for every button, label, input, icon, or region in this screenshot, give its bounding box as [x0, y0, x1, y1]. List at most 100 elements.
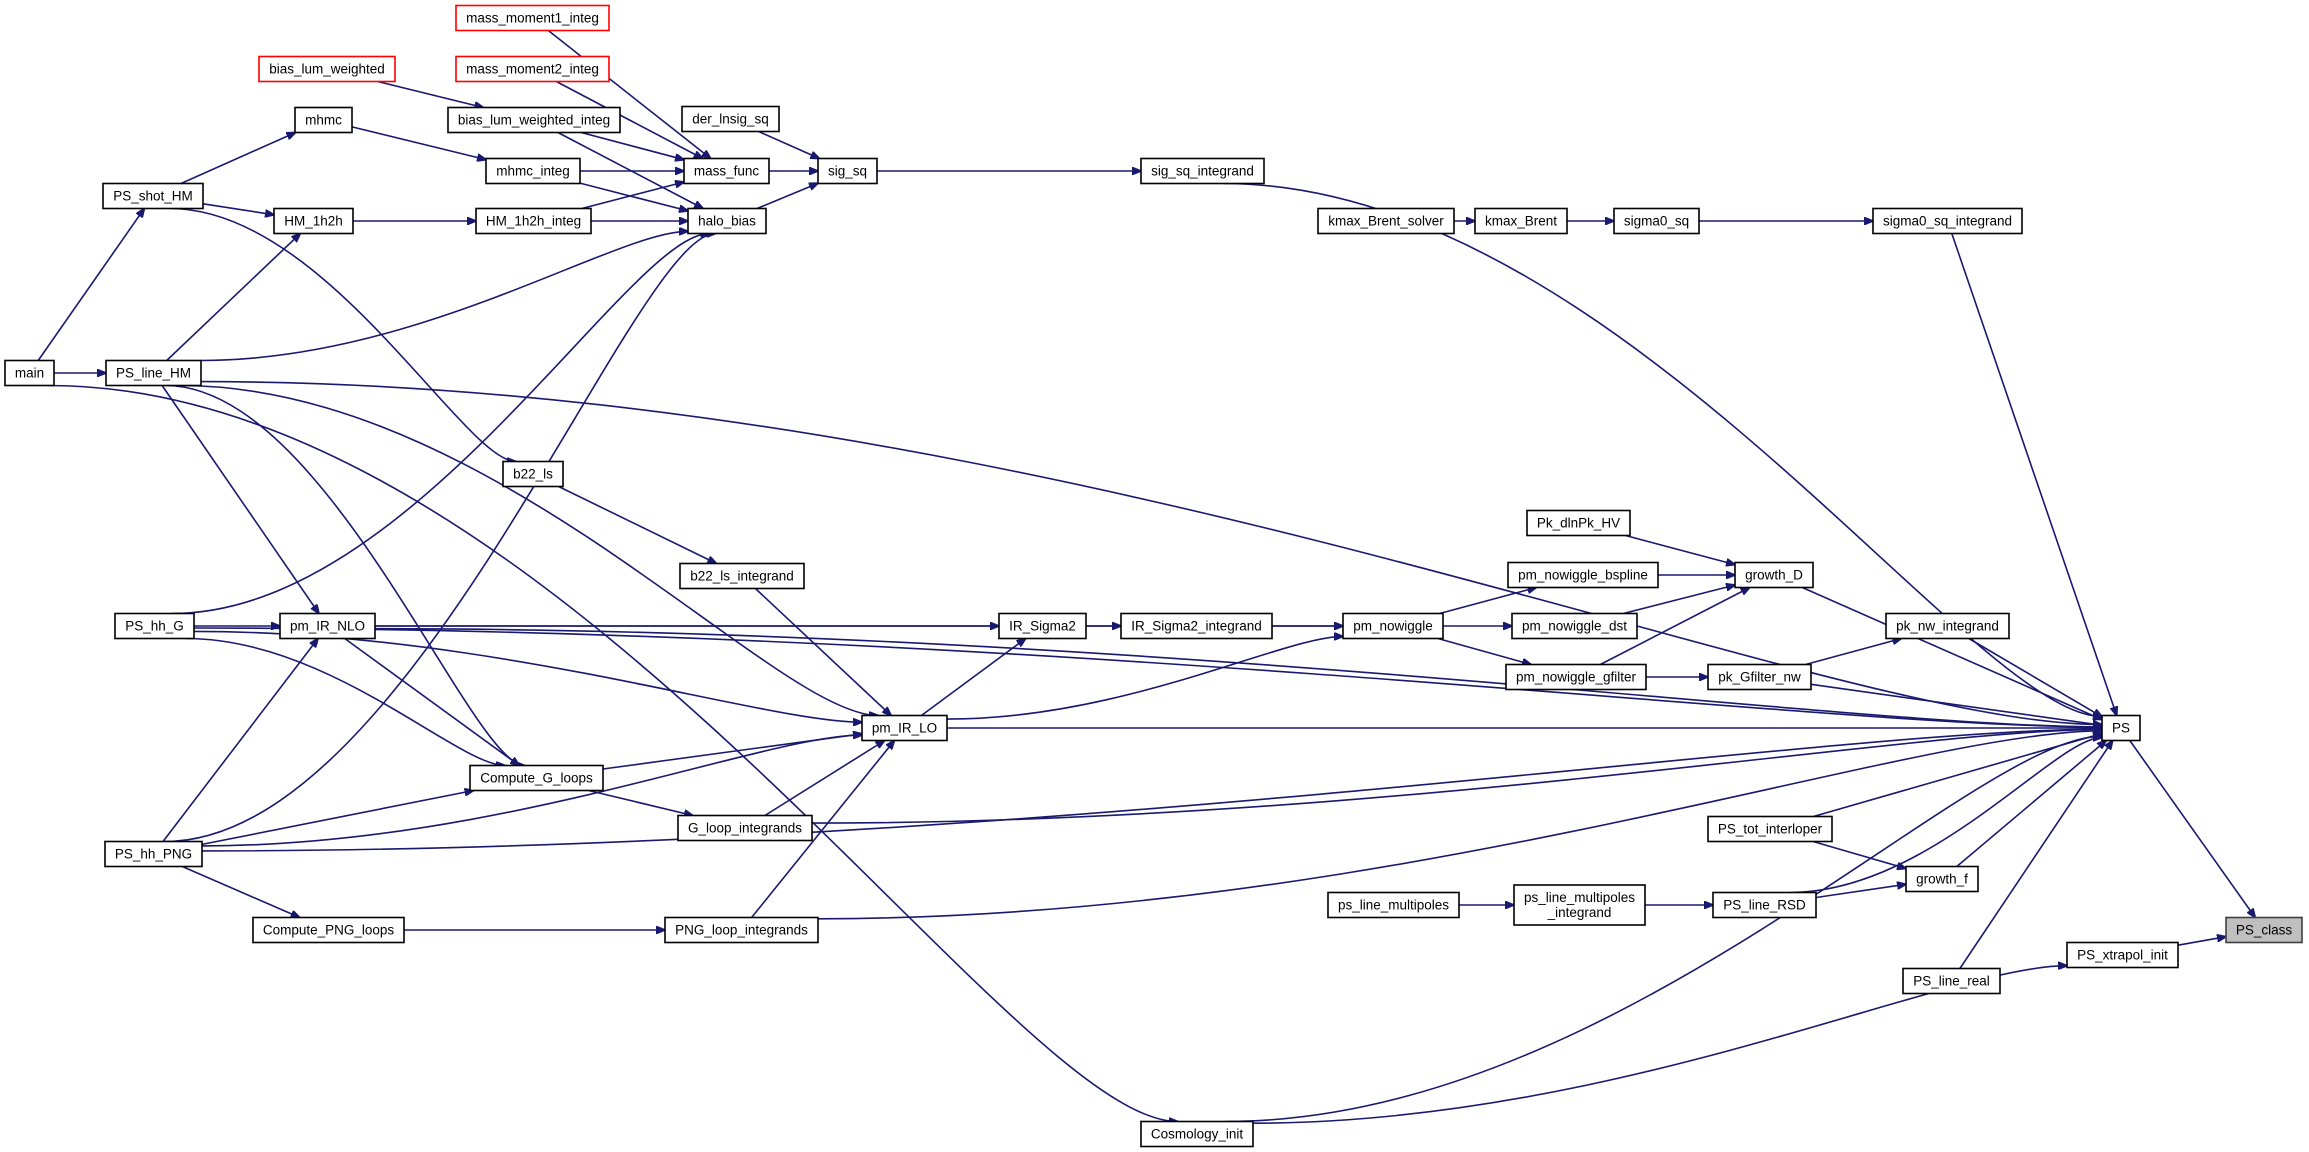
node-Pk_dlnPk_HV[interactable]: Pk_dlnPk_HV [1526, 509, 1631, 537]
node-mass_moment2_integ[interactable]: mass_moment2_integ [455, 55, 610, 83]
node-PNG_loop_integrands[interactable]: PNG_loop_integrands [664, 916, 819, 944]
node-box[interactable] [502, 460, 564, 488]
node-main[interactable]: main [4, 359, 55, 387]
node-G_loop_integrands[interactable]: G_loop_integrands [677, 814, 813, 842]
node-sig_sq[interactable]: sig_sq [817, 157, 878, 185]
node-PS_tot_interloper[interactable]: PS_tot_interloper [1707, 815, 1833, 843]
node-sigma0_sq_integrand[interactable]: sigma0_sq_integrand [1872, 207, 2023, 235]
node-box[interactable] [1317, 207, 1455, 235]
node-box[interactable] [252, 916, 405, 944]
node-box[interactable] [681, 105, 780, 133]
node-pm_IR_LO[interactable]: pm_IR_LO [861, 714, 948, 742]
node-mass_func[interactable]: mass_func [683, 157, 770, 185]
node-box[interactable] [677, 814, 813, 842]
node-box[interactable] [861, 714, 948, 742]
node-mhmc_integ[interactable]: mhmc_integ [485, 157, 581, 185]
node-pk_nw_integrand[interactable]: pk_nw_integrand [1885, 612, 2010, 640]
node-PS_line_real[interactable]: PS_line_real [1902, 967, 2001, 995]
node-PS_class[interactable]: PS_class [2225, 916, 2303, 944]
node-mass_moment1_integ[interactable]: mass_moment1_integ [455, 4, 610, 32]
node-halo_bias[interactable]: halo_bias [687, 207, 767, 235]
node-HM_1h2h_integ[interactable]: HM_1h2h_integ [475, 207, 592, 235]
node-box[interactable] [2066, 941, 2179, 969]
node-growth_D[interactable]: growth_D [1734, 561, 1814, 589]
node-box[interactable] [475, 207, 592, 235]
node-b22_ls[interactable]: b22_ls [502, 460, 564, 488]
node-bias_lum_weighted[interactable]: bias_lum_weighted [258, 55, 396, 83]
node-Cosmology_init[interactable]: Cosmology_init [1140, 1120, 1254, 1148]
node-box[interactable] [1712, 891, 1817, 919]
node-box[interactable] [258, 55, 396, 83]
node-PS_line_RSD[interactable]: PS_line_RSD [1712, 891, 1817, 919]
node-box[interactable] [1872, 207, 2023, 235]
node-box[interactable] [687, 207, 767, 235]
node-box[interactable] [2101, 714, 2141, 742]
node-kmax_Brent[interactable]: kmax_Brent [1474, 207, 1568, 235]
node-box[interactable] [1513, 884, 1646, 926]
node-Compute_PNG_loops[interactable]: Compute_PNG_loops [252, 916, 405, 944]
node-box[interactable] [279, 612, 376, 640]
node-box[interactable] [1120, 612, 1273, 640]
node-ps_line_multipoles_integrand[interactable]: ps_line_multipoles_integrand [1513, 884, 1646, 926]
node-pm_IR_NLO[interactable]: pm_IR_NLO [279, 612, 376, 640]
node-PS_hh_PNG[interactable]: PS_hh_PNG [104, 840, 203, 868]
node-box[interactable] [1707, 815, 1833, 843]
node-box[interactable] [105, 359, 202, 387]
node-box[interactable] [817, 157, 878, 185]
node-pm_nowiggle_bspline[interactable]: pm_nowiggle_bspline [1507, 561, 1659, 589]
node-pk_Gfilter_nw[interactable]: pk_Gfilter_nw [1707, 663, 1812, 691]
node-box[interactable] [1511, 612, 1638, 640]
node-box[interactable] [273, 207, 354, 235]
node-box[interactable] [4, 359, 55, 387]
node-IR_Sigma2[interactable]: IR_Sigma2 [998, 612, 1087, 640]
node-box[interactable] [2225, 916, 2303, 944]
node-box[interactable] [469, 764, 604, 792]
node-box[interactable] [102, 182, 204, 210]
node-box[interactable] [1342, 612, 1444, 640]
node-PS_shot_HM[interactable]: PS_shot_HM [102, 182, 204, 210]
node-box[interactable] [1507, 561, 1659, 589]
node-der_lnsig_sq[interactable]: der_lnsig_sq [681, 105, 780, 133]
node-box[interactable] [683, 157, 770, 185]
node-box[interactable] [1327, 891, 1460, 919]
node-box[interactable] [1902, 967, 2001, 995]
node-growth_f[interactable]: growth_f [1905, 865, 1979, 893]
node-sig_sq_integrand[interactable]: sig_sq_integrand [1140, 157, 1265, 185]
node-box[interactable] [998, 612, 1087, 640]
node-mhmc[interactable]: mhmc [294, 106, 353, 134]
node-HM_1h2h[interactable]: HM_1h2h [273, 207, 354, 235]
node-box[interactable] [455, 4, 610, 32]
node-box[interactable] [1885, 612, 2010, 640]
node-box[interactable] [114, 612, 195, 640]
node-box[interactable] [1140, 1120, 1254, 1148]
node-box[interactable] [1734, 561, 1814, 589]
node-kmax_Brent_solver[interactable]: kmax_Brent_solver [1317, 207, 1455, 235]
node-IR_Sigma2_integrand[interactable]: IR_Sigma2_integrand [1120, 612, 1273, 640]
node-box[interactable] [294, 106, 353, 134]
node-box[interactable] [1905, 865, 1979, 893]
node-pm_nowiggle[interactable]: pm_nowiggle [1342, 612, 1444, 640]
node-box[interactable] [1474, 207, 1568, 235]
node-PS_line_HM[interactable]: PS_line_HM [105, 359, 202, 387]
node-box[interactable] [679, 562, 805, 590]
node-box[interactable] [1505, 663, 1647, 691]
node-Compute_G_loops[interactable]: Compute_G_loops [469, 764, 604, 792]
node-box[interactable] [1707, 663, 1812, 691]
node-box[interactable] [664, 916, 819, 944]
node-bias_lum_weighted_integ[interactable]: bias_lum_weighted_integ [447, 106, 621, 134]
node-box[interactable] [1526, 509, 1631, 537]
node-box[interactable] [1140, 157, 1265, 185]
node-PS_xtrapol_init[interactable]: PS_xtrapol_init [2066, 941, 2179, 969]
node-PS[interactable]: PS [2101, 714, 2141, 742]
node-b22_ls_integrand[interactable]: b22_ls_integrand [679, 562, 805, 590]
node-box[interactable] [485, 157, 581, 185]
node-box[interactable] [455, 55, 610, 83]
node-box[interactable] [1613, 207, 1700, 235]
node-box[interactable] [104, 840, 203, 868]
node-box[interactable] [447, 106, 621, 134]
node-sigma0_sq[interactable]: sigma0_sq [1613, 207, 1700, 235]
node-PS_hh_G[interactable]: PS_hh_G [114, 612, 195, 640]
node-pm_nowiggle_gfilter[interactable]: pm_nowiggle_gfilter [1505, 663, 1647, 691]
node-pm_nowiggle_dst[interactable]: pm_nowiggle_dst [1511, 612, 1638, 640]
node-ps_line_multipoles[interactable]: ps_line_multipoles [1327, 891, 1460, 919]
